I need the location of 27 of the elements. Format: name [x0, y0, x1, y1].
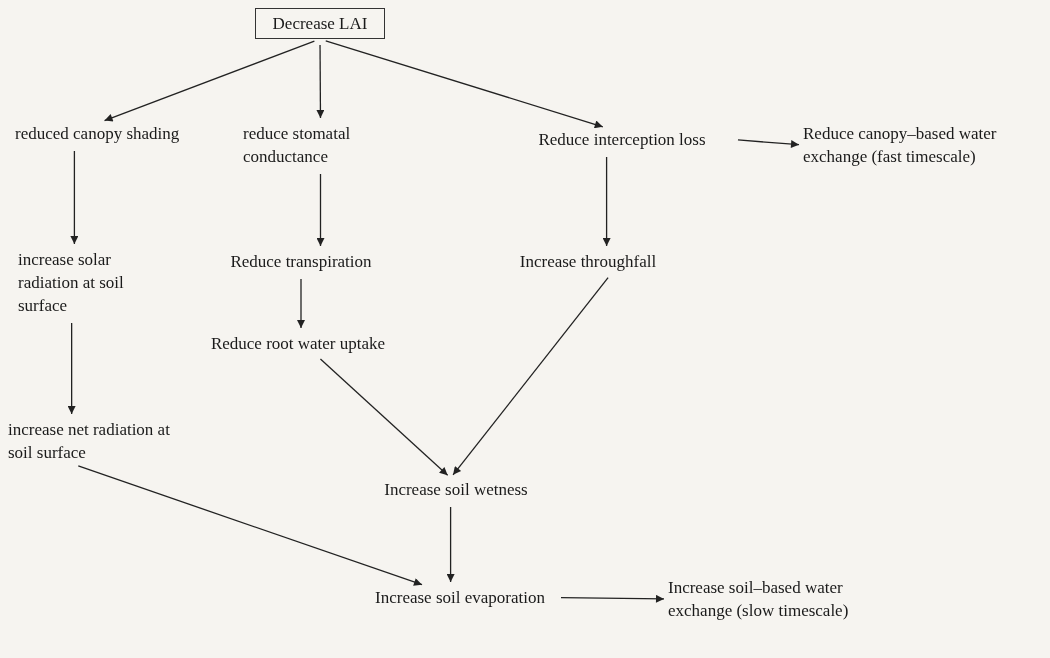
node-text: reduce stomatal conductance: [243, 122, 398, 168]
arrow: [737, 139, 800, 149]
node-text: Reduce interception loss: [512, 128, 732, 151]
arrow: [446, 506, 455, 583]
arrow: [560, 594, 665, 603]
arrow: [325, 40, 604, 129]
arrow: [77, 465, 423, 586]
arrow: [70, 150, 79, 245]
arrow: [319, 358, 449, 476]
arrow: [67, 322, 76, 415]
arrow: [452, 277, 609, 476]
node-text: Increase soil evaporation: [365, 586, 555, 609]
node-text: increase net radiation at soil surface: [8, 418, 198, 464]
arrow: [316, 173, 325, 247]
node-text: Increase throughfall: [518, 250, 658, 273]
arrow: [602, 156, 611, 247]
arrow: [103, 40, 316, 122]
node-text: Reduce root water uptake: [208, 332, 388, 355]
node-text: increase solar radiation at soil surface: [18, 248, 163, 317]
process-box: Decrease LAI: [255, 8, 385, 39]
node-text: Increase soil–based water exchange (slow timescale): [668, 576, 873, 622]
node-text: Reduce canopy–based water exchange (fast timescale): [803, 122, 1048, 168]
arrow: [297, 278, 305, 329]
node-text: reduced canopy shading: [15, 122, 180, 145]
node-text: Increase soil wetness: [366, 478, 546, 501]
arrow: [316, 44, 325, 119]
node-text: Reduce transpiration: [226, 250, 376, 273]
